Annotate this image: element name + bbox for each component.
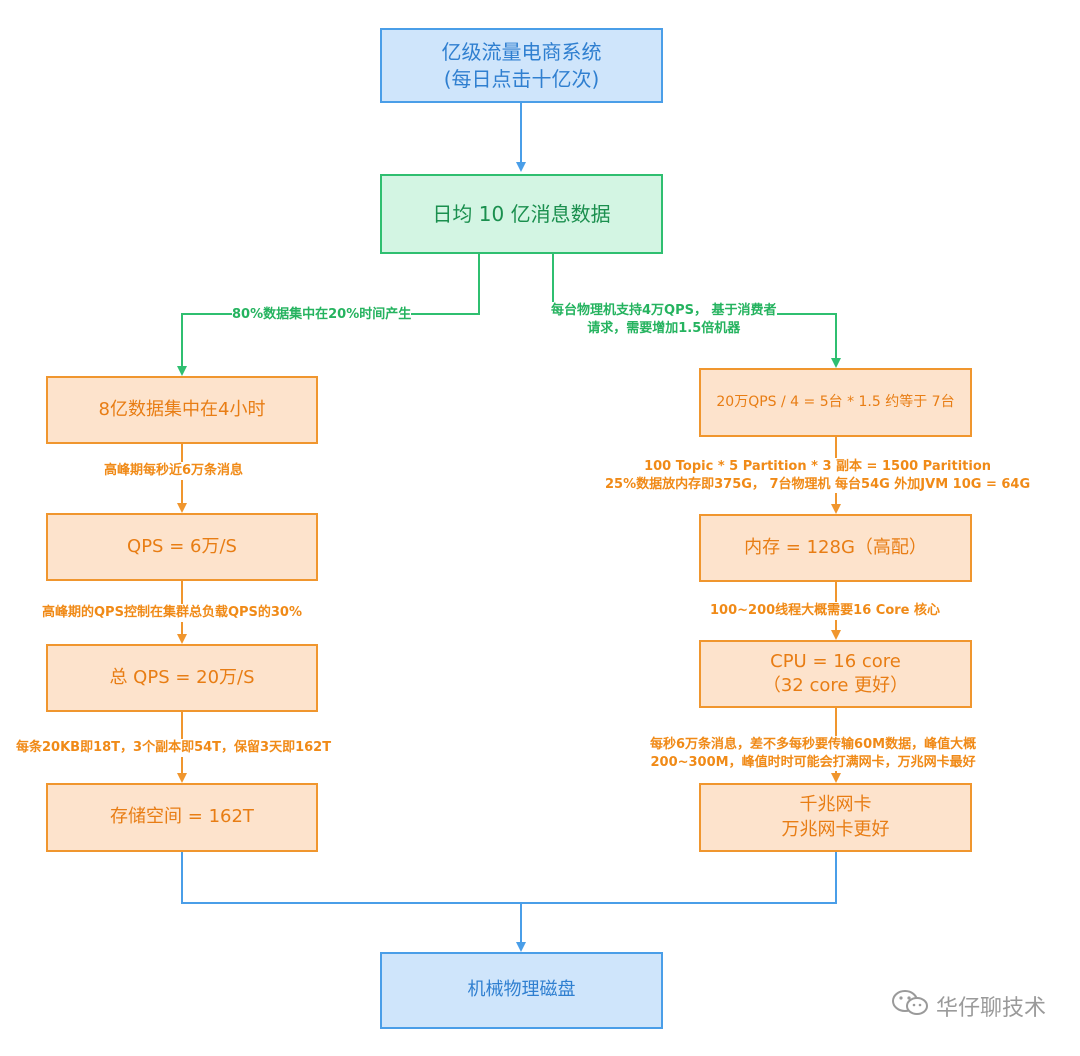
node-daily-messages: 日均 10 亿消息数据 — [380, 174, 663, 254]
edge-label-right-capacity-line2: 请求，需要增加1.5倍机器 — [587, 320, 741, 336]
node-ecommerce-title: 亿级流量电商系统 — [441, 39, 602, 64]
edge-label-right-3-line2: 200~300M，峰值时时可能会打满网卡，万兆网卡最好 — [650, 754, 976, 770]
node-right-4-line2: 万兆网卡更好 — [781, 818, 890, 840]
node-left-4: 存储空间 = 162T — [46, 783, 318, 852]
node-left-2: QPS = 6万/S — [46, 513, 318, 581]
edge-label-left-3: 每条20KB即18T，3个副本即54T，保留3天即162T — [16, 739, 332, 757]
edge-label-right-3-line1: 每秒6万条消息，差不多每秒要传输60M数据，峰值大概 — [650, 737, 977, 752]
edge-label-right-capacity-line1: 每台物理机支持4万QPS， 基于消费者 — [551, 303, 777, 318]
edge-label-left-2: 高峰期的QPS控制在集群总负载QPS的30% — [42, 604, 303, 622]
node-left-3: 总 QPS = 20万/S — [46, 644, 318, 712]
node-ecommerce-subtitle: (每日点击十亿次) — [443, 66, 600, 91]
node-left-1-label: 8亿数据集中在4小时 — [98, 398, 266, 420]
node-right-1-label: 20万QPS / 4 = 5台 * 1.5 约等于 7台 — [716, 394, 955, 411]
node-right-1: 20万QPS / 4 = 5台 * 1.5 约等于 7台 — [699, 368, 972, 437]
edge-label-right-2: 100~200线程大概需要16 Core 核心 — [710, 602, 941, 620]
node-ecommerce-system: 亿级流量电商系统 (每日点击十亿次) — [380, 28, 663, 103]
node-left-2-label: QPS = 6万/S — [127, 535, 237, 557]
wechat-icon — [890, 988, 930, 1024]
edge-label-right-1-line2: 25%数据放内存即375G， 7台物理机 每台54G 外加JVM 10G = 6… — [605, 476, 1031, 492]
edge-label-right-capacity: 每台物理机支持4万QPS， 基于消费者 请求，需要增加1.5倍机器 — [551, 302, 777, 338]
node-disk-label: 机械物理磁盘 — [467, 979, 576, 1001]
node-left-3-label: 总 QPS = 20万/S — [109, 666, 255, 688]
edge-label-right-1: 100 Topic * 5 Partition * 3 副本 = 1500 Pa… — [605, 458, 1031, 494]
edge-left-to-merge — [181, 852, 837, 904]
watermark-text: 华仔聊技术 — [935, 996, 1046, 1021]
node-disk: 机械物理磁盘 — [380, 952, 663, 1029]
node-left-4-label: 存储空间 = 162T — [110, 806, 254, 828]
node-daily-messages-label: 日均 10 亿消息数据 — [432, 201, 611, 226]
edge-label-right-1-line1: 100 Topic * 5 Partition * 3 副本 = 1500 Pa… — [644, 459, 992, 474]
node-right-2: 内存 = 128G（高配） — [699, 514, 972, 582]
node-right-3-line2: （32 core 更好） — [762, 675, 909, 696]
node-right-4: 千兆网卡 万兆网卡更好 — [699, 783, 972, 852]
node-right-2-label: 内存 = 128G（高配） — [744, 536, 927, 558]
node-right-4-line1: 千兆网卡 — [799, 794, 872, 816]
node-right-3: CPU = 16 core （32 core 更好） — [699, 640, 972, 708]
edge-label-left-peak: 80%数据集中在20%时间产生 — [232, 306, 412, 324]
watermark: 华仔聊技术 — [890, 988, 1046, 1024]
node-right-3-line1: CPU = 16 core — [770, 650, 901, 672]
edge-label-left-1: 高峰期每秒近6万条消息 — [104, 462, 244, 480]
node-left-1: 8亿数据集中在4小时 — [46, 376, 318, 444]
edge-label-right-3: 每秒6万条消息，差不多每秒要传输60M数据，峰值大概 200~300M，峰值时时… — [650, 736, 977, 772]
